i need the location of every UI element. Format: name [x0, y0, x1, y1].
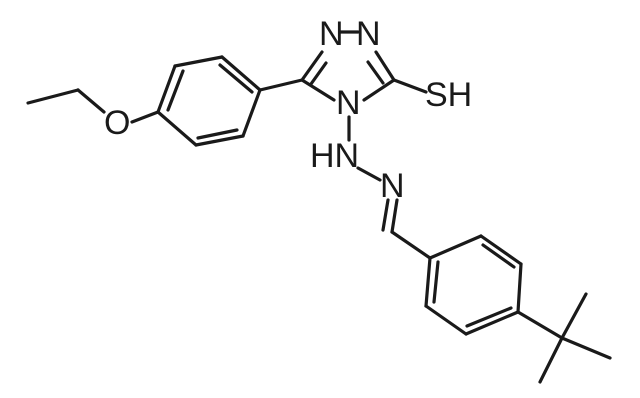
ethoxyphenyl-ring [156, 55, 262, 147]
bond-nh-n [356, 166, 382, 182]
bond-ring2-inner [465, 306, 513, 328]
bond-ch-ring [390, 230, 432, 260]
atom-hn-label: HN [310, 137, 359, 175]
bond-cq-me3 [538, 336, 564, 384]
bond-c5-n1-double [309, 61, 328, 86]
bond-cq-me1 [560, 292, 588, 340]
bond-n2-c3-double [366, 60, 385, 85]
bond-cq-me2 [560, 336, 612, 360]
bond-ring-cq [516, 310, 564, 340]
bond-ring2 [424, 304, 468, 336]
bond-n-ch [390, 198, 399, 234]
bond-ring1 [173, 55, 224, 68]
atom-n1-label: N [319, 15, 344, 53]
bond-o-ring [130, 110, 160, 124]
tert-butyl-group [516, 292, 612, 384]
bond-ring1 [156, 110, 198, 147]
bond-ring1-inner [166, 69, 185, 112]
bond-n2-c3 [374, 50, 396, 82]
bond-ring1-inner [196, 128, 239, 140]
bond-ring1 [220, 55, 262, 92]
atom-n-imine-label: N [380, 167, 405, 205]
atom-sh-label: SH [425, 76, 472, 114]
bond-c3-n4 [362, 78, 396, 102]
bond-ring2 [424, 256, 432, 308]
bond-ring2-inner [432, 260, 440, 304]
bond-ring1 [194, 134, 245, 147]
bond-n-ch-double [381, 198, 390, 232]
bond-ring2-inner [481, 243, 516, 269]
bond-phenyl-triazole [258, 78, 304, 92]
ethoxy-group [26, 88, 160, 124]
bond-ring2 [464, 310, 520, 336]
bond-ring1 [241, 88, 262, 138]
bond-c5-n1 [300, 50, 324, 82]
bond-ring1 [156, 64, 177, 114]
bond-ring1-inner [218, 63, 254, 94]
bond-ring2 [428, 234, 483, 260]
triazole-ring [300, 30, 396, 102]
bond-ethyl-ch3-ch2 [26, 88, 80, 105]
bond-ethyl-ch2-o [76, 88, 106, 114]
bond-c3-s [392, 78, 428, 94]
hydrazone-chain [347, 115, 432, 260]
atom-o-label: O [104, 104, 130, 142]
atom-n4-label: N [336, 84, 361, 122]
atom-n2-label: N [356, 15, 381, 53]
bond-n4-c5 [300, 78, 336, 102]
tert-butylphenyl-ring [424, 234, 523, 336]
bond-ring2 [479, 234, 523, 266]
bond-ring2 [516, 262, 523, 314]
